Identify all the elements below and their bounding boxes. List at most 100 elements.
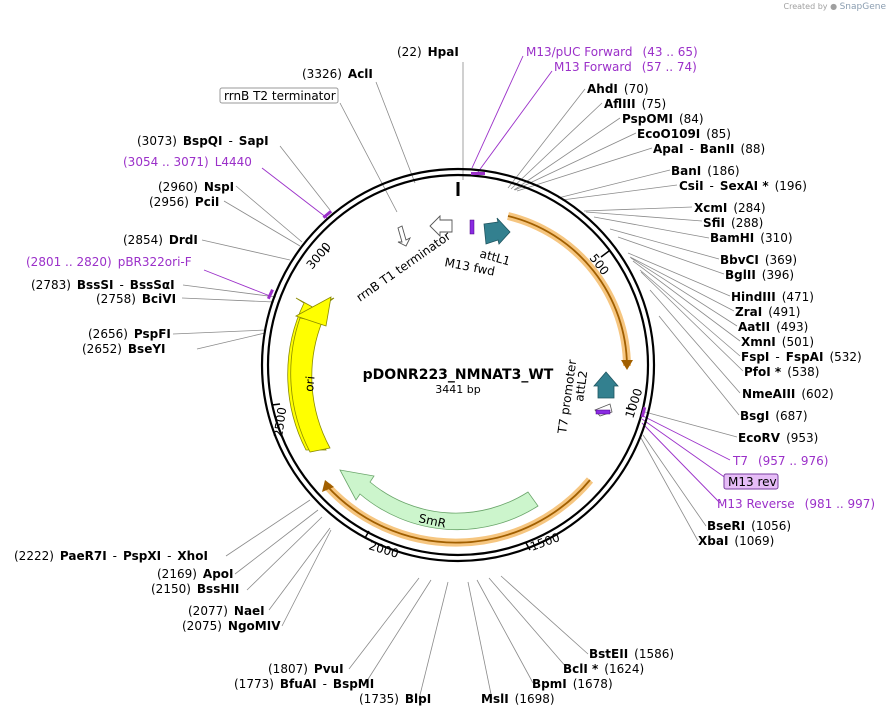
site-bfuai: (1773)BfuAI-BspMI xyxy=(234,677,374,691)
paer7i-name: PaeR7I xyxy=(60,549,107,563)
credit-prefix: Created by xyxy=(783,2,828,11)
site-pcii: (2956)PciI xyxy=(149,195,219,209)
attl2-label: attL2 xyxy=(572,370,590,403)
tick-2500: 2500 xyxy=(271,406,289,438)
primer-m13puc: M13/pUC Forward(43 .. 65) xyxy=(526,45,698,59)
primer-pbr322: (2801 .. 2820)pBR322ori-F xyxy=(26,255,192,269)
m13rev-label: M13 rev xyxy=(728,475,777,489)
acli-name: AclI xyxy=(348,67,373,81)
site-msli: MslI(1698) xyxy=(481,692,555,706)
site-xcmi: XcmI(284) xyxy=(694,201,766,215)
bsssi-pos: (2783) xyxy=(31,278,71,292)
blpi-pos: (1735) xyxy=(359,692,399,706)
site-sfii: SfiI(288) xyxy=(703,216,763,230)
bbvci-name: BbvCI xyxy=(720,253,759,267)
fspi-name: FspI xyxy=(741,350,769,364)
site-ecoo109i: EcoO109I(85) xyxy=(637,127,731,141)
primer-m13-reverse: M13 Reverse(981 .. 997) xyxy=(717,497,875,511)
tick-3000-mark xyxy=(322,246,330,253)
apoi-pos: (2169) xyxy=(157,567,197,581)
orf-arc-2-line xyxy=(326,479,591,544)
site-bseyi: (2652)BseYI xyxy=(82,342,166,356)
bsshii-pos: (2150) xyxy=(151,582,191,596)
paer7i-alt: PspXI xyxy=(123,549,161,563)
site-ahdi: AhdI(70) xyxy=(587,82,649,96)
pvui-name: PvuI xyxy=(314,662,344,676)
site-pspomi: PspOMI(84) xyxy=(622,112,704,126)
ori-arrow-head xyxy=(294,296,332,327)
pvui-pos: (1807) xyxy=(268,662,308,676)
orf-arc-2-arrow xyxy=(322,480,334,492)
plasmid-backbone-inner xyxy=(266,173,650,557)
nspi-name: NspI xyxy=(204,180,234,194)
bcivi-pos: (2758) xyxy=(96,292,136,306)
smr-label: SmR xyxy=(417,511,447,530)
primer-leader-lines xyxy=(203,55,731,504)
site-zrai: ZraI(491) xyxy=(735,305,800,319)
pfoi-pos: (538) xyxy=(787,365,819,379)
t7-range: (957 .. 976) xyxy=(758,454,828,468)
site-csii: CsiI-SexAI *(196) xyxy=(679,179,807,193)
xmni-name: XmnI xyxy=(741,335,776,349)
naei-pos: (2077) xyxy=(188,604,228,618)
site-bspqi: (3073)BspQI-SapI xyxy=(137,134,269,148)
snapgene-credit: Created by ● SnapGene xyxy=(784,2,887,12)
bfuai-pos: (1773) xyxy=(234,677,274,691)
bspqi-name: BspQI xyxy=(183,134,223,148)
plasmid-backbone-outer xyxy=(260,167,656,563)
site-apoi: (2169) ApoI xyxy=(157,567,234,581)
rrnb-t2-label-box xyxy=(219,87,339,104)
site-bsshii: (2150)BssHII xyxy=(151,582,239,596)
bspqi-alt: SapI xyxy=(239,134,269,148)
site-xmni: XmnI(501) xyxy=(741,335,814,349)
m13-forward-name: M13 Forward xyxy=(554,60,632,74)
bani-pos: (186) xyxy=(707,164,739,178)
site-bani: BanI(186) xyxy=(671,164,740,178)
ecorv-pos: (953) xyxy=(786,431,818,445)
hpai-name: HpaI xyxy=(428,45,459,59)
nmeaiii-name: NmeAIII xyxy=(742,387,795,401)
site-afliii: AflIII(75) xyxy=(604,97,666,111)
site-pspfi: (2656)PspFI xyxy=(88,327,171,341)
csii-pos: (196) xyxy=(775,179,807,193)
xbai-pos: (1069) xyxy=(734,534,774,548)
csii-name: CsiI xyxy=(679,179,704,193)
l4440-primer-mark xyxy=(322,210,333,219)
tick-2000: 2000 xyxy=(367,538,400,560)
pfoi-name: PfoI * xyxy=(744,365,782,379)
tick-1500-mark xyxy=(525,542,531,551)
sfii-name: SfiI xyxy=(703,216,725,230)
ori-feature-body xyxy=(290,317,331,453)
site-leader-lines xyxy=(172,62,744,700)
naei-name: NaeI xyxy=(234,604,265,618)
site-pfoi: PfoI * (538) xyxy=(744,365,819,379)
site-bglii: BglII(396) xyxy=(725,268,794,282)
bseri-name: BseRI xyxy=(707,519,745,533)
t7-name: T7 xyxy=(732,454,748,468)
site-blpi: (1735)BlpI xyxy=(359,692,431,706)
ngomiv-name: NgoMIV xyxy=(228,619,281,633)
ahdi-name: AhdI xyxy=(587,82,618,96)
bamhi-name: BamHI xyxy=(710,231,754,245)
l4440-name: L4440 xyxy=(215,155,252,169)
bsteii-pos: (1586) xyxy=(634,647,674,661)
rrnb-t2-label: rrnB T2 terminator xyxy=(224,89,336,103)
snapgene-logo-icon: ● xyxy=(830,2,838,11)
site-naei: (2077) NaeI xyxy=(188,604,265,618)
apoi-name: ApoI xyxy=(203,567,234,581)
bpmi-pos: (1678) xyxy=(573,677,613,691)
acli-pos: (3326) xyxy=(302,67,342,81)
site-bpmi: BpmI(1678) xyxy=(532,677,613,691)
attl1-feature xyxy=(483,217,511,245)
bcivi-name: BciVI xyxy=(142,292,176,306)
tick-3000: 3000 xyxy=(304,240,334,272)
tick-500-mark xyxy=(600,250,610,258)
site-bsgi: BsgI(687) xyxy=(740,409,808,423)
ecoo109i-pos: (85) xyxy=(706,127,731,141)
site-bcivi: (2758) BciVI xyxy=(96,292,176,306)
primer-m13-forward: M13 Forward(57 .. 74) xyxy=(554,60,697,74)
pbr322-range: (2801 .. 2820) xyxy=(26,255,112,269)
pcii-pos: (2956) xyxy=(149,195,189,209)
bfuai-alt: BspMI xyxy=(333,677,374,691)
site-hpai: (22)HpaI xyxy=(397,45,459,59)
